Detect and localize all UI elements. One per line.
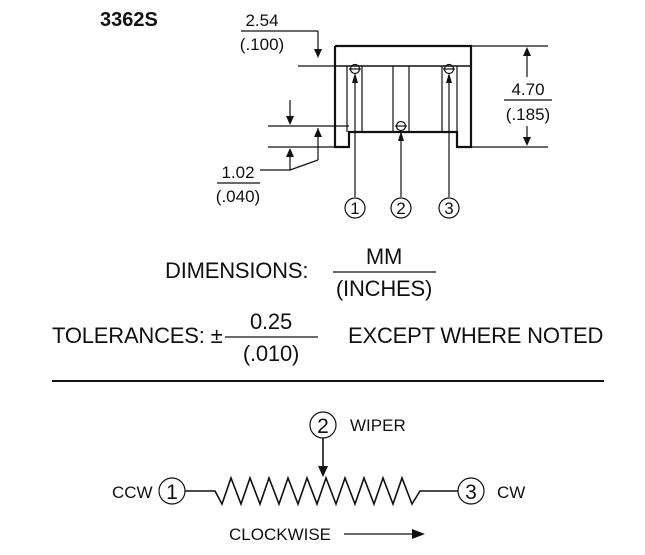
resistor-zigzag (185, 475, 458, 507)
dimension-arrow-icon (523, 47, 531, 56)
standoff-in: (.040) (216, 187, 260, 206)
tolerance-numerator: 0.25 (250, 309, 292, 334)
dimension-arrow-icon (314, 128, 322, 137)
leader-arrow-icon (446, 73, 452, 83)
pin-balloon-2 (390, 197, 412, 219)
wiper-pin-label: 2 (317, 415, 329, 438)
dimension-standoff: 1.02 (.040) (216, 100, 349, 206)
tolerances-legend: TOLERANCES: ± 0.25 (.010) EXCEPT WHERE N… (52, 309, 603, 366)
standoff-mm: 1.02 (221, 163, 254, 182)
pin-spacing-mm: 2.54 (245, 11, 278, 30)
pin-balloon-1 (344, 197, 366, 219)
potentiometer-schematic: 2 WIPER CCW 1 3 CW CLOCKWISE (112, 411, 525, 544)
tolerance-note: EXCEPT WHERE NOTED (348, 323, 603, 348)
wiper-label: WIPER (350, 416, 406, 435)
clockwise-arrow-icon (412, 529, 425, 539)
dimension-arrow-icon (286, 116, 294, 125)
clockwise-label: CLOCKWISE (229, 525, 331, 544)
dimensions-denominator: (INCHES) (336, 276, 432, 301)
model-label: 3362S (100, 9, 158, 31)
dimension-arrow-icon (286, 148, 294, 157)
pin-label-1: 1 (350, 199, 359, 218)
tolerances-label: TOLERANCES: ± (52, 323, 223, 348)
leader-arrow-icon (352, 73, 358, 83)
pin-spacing-in: (.100) (240, 35, 284, 54)
dimension-pin-spacing: 2.54 (.100) (240, 11, 335, 67)
ccw-pin-label: 1 (166, 481, 178, 504)
height-in: (.185) (506, 105, 550, 124)
dimensions-label: DIMENSIONS: (165, 258, 308, 283)
ccw-label: CCW (112, 483, 153, 502)
leader-line (289, 159, 319, 171)
leader-arrow-icon (398, 131, 404, 141)
pin-label-3: 3 (444, 199, 453, 218)
pin-label-2: 2 (396, 199, 405, 218)
cw-label: CW (497, 483, 525, 502)
cw-pin-circle (457, 477, 485, 505)
part-outline: 1 2 3 (333, 44, 473, 219)
dimension-arrow-icon (523, 137, 531, 146)
pin-balloon-3 (438, 197, 460, 219)
tolerance-denominator: (.010) (243, 341, 299, 366)
height-mm: 4.70 (511, 80, 544, 99)
cw-pin-label: 3 (465, 481, 477, 504)
wiper-arrow-icon (318, 466, 328, 477)
dimension-height: 4.70 (.185) (471, 45, 552, 148)
dimension-arrow-icon (314, 49, 322, 58)
dimensions-numerator: MM (366, 244, 402, 269)
dimensions-legend: DIMENSIONS: MM (INCHES) (165, 244, 436, 301)
